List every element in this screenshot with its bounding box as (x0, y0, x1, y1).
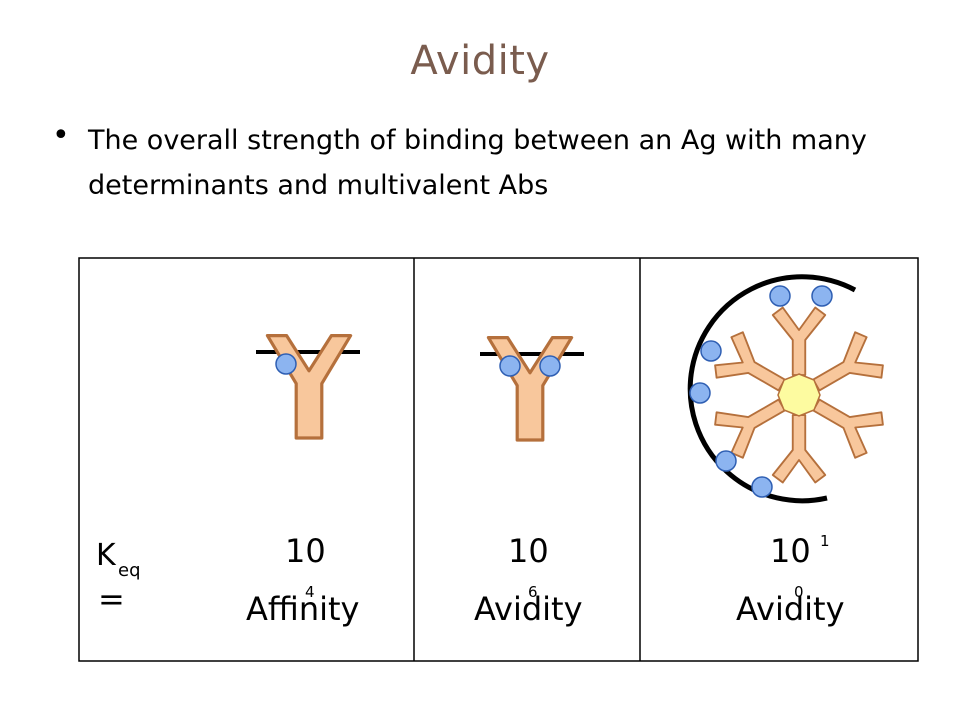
epitope (539, 355, 561, 377)
panel-affinity-illustration (256, 334, 360, 440)
epitope (769, 285, 791, 307)
epitope (751, 476, 773, 498)
panel-frame (78, 257, 919, 662)
keq-k: K (96, 538, 116, 573)
value-base-2: 10 (508, 532, 549, 570)
caption-2: Avidity (474, 590, 583, 628)
epitope (715, 450, 737, 472)
epitope (811, 285, 833, 307)
antibody-arm (771, 306, 827, 376)
antigen-surface-3 (687, 274, 857, 504)
value-exponent-3-top: 1 (820, 532, 830, 550)
epitope (275, 353, 297, 375)
caption-3: Avidity (736, 590, 845, 628)
antibody-arm (771, 414, 827, 484)
keq-equals: = (98, 580, 125, 618)
panel-avidity-illustration (480, 336, 584, 442)
panel-multivalent-illustration (687, 274, 889, 504)
caption-1: Affinity (246, 590, 360, 628)
slide-title: Avidity (410, 38, 550, 84)
value-base-1: 10 (285, 532, 326, 570)
value-exponent-1: 4 (305, 583, 315, 601)
bullet-marker: • (52, 118, 70, 153)
bullet-text: The overall strength of binding between … (88, 125, 867, 201)
value-exponent-3-bottom: 0 (794, 583, 804, 601)
epitope (700, 340, 722, 362)
value-exponent-2: 6 (528, 583, 538, 601)
epitope (689, 382, 711, 404)
pentamer-core (777, 373, 821, 417)
epitope (499, 355, 521, 377)
keq-subscript: eq (118, 560, 141, 581)
value-base-3: 10 (770, 532, 811, 570)
